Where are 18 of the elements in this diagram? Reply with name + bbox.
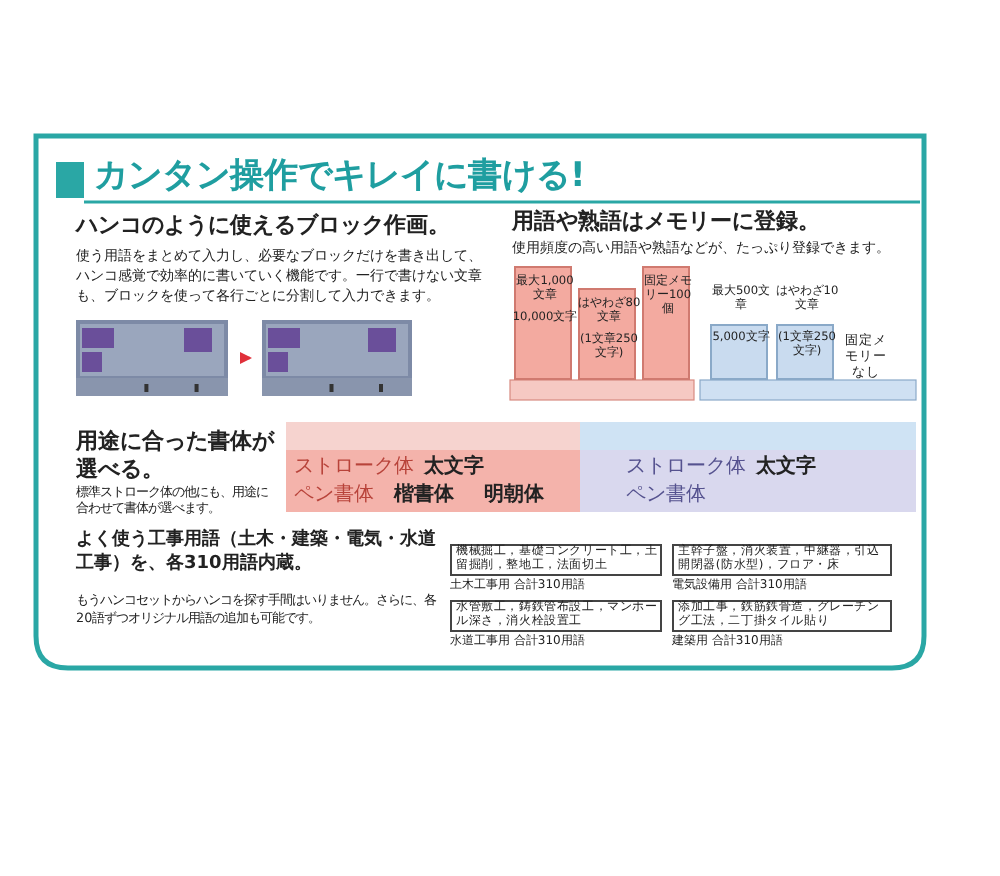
title: カンタン操作でキレイに書ける!: [94, 156, 586, 199]
font-sample: 楷書体: [394, 484, 454, 509]
section-heading: 用途に合った書体が選べる。: [76, 428, 276, 483]
font-sample: 明朝体: [484, 484, 544, 509]
arrow: [240, 352, 252, 364]
screen-picture: [76, 320, 228, 396]
font-sample: 太文字: [756, 456, 816, 481]
font-sample: ストローク体: [294, 456, 414, 481]
section-heading: 用語や熟語はメモリーに登録。: [512, 208, 820, 236]
font-sample: 太文字: [424, 456, 484, 481]
screen-picture: [262, 320, 412, 396]
memory-bar: [578, 288, 636, 380]
section-heading: よく使う工事用語（土木・建築・電気・水道工事）を、各310用語内蔵。: [76, 530, 438, 577]
font-sample: ペン書体: [626, 484, 706, 509]
memory-bar: [642, 266, 690, 380]
font-sample: ストローク体: [626, 456, 746, 481]
font-sample: ペン書体: [294, 484, 374, 509]
section-heading: ハンコのように使えるブロック作画。: [76, 212, 450, 240]
